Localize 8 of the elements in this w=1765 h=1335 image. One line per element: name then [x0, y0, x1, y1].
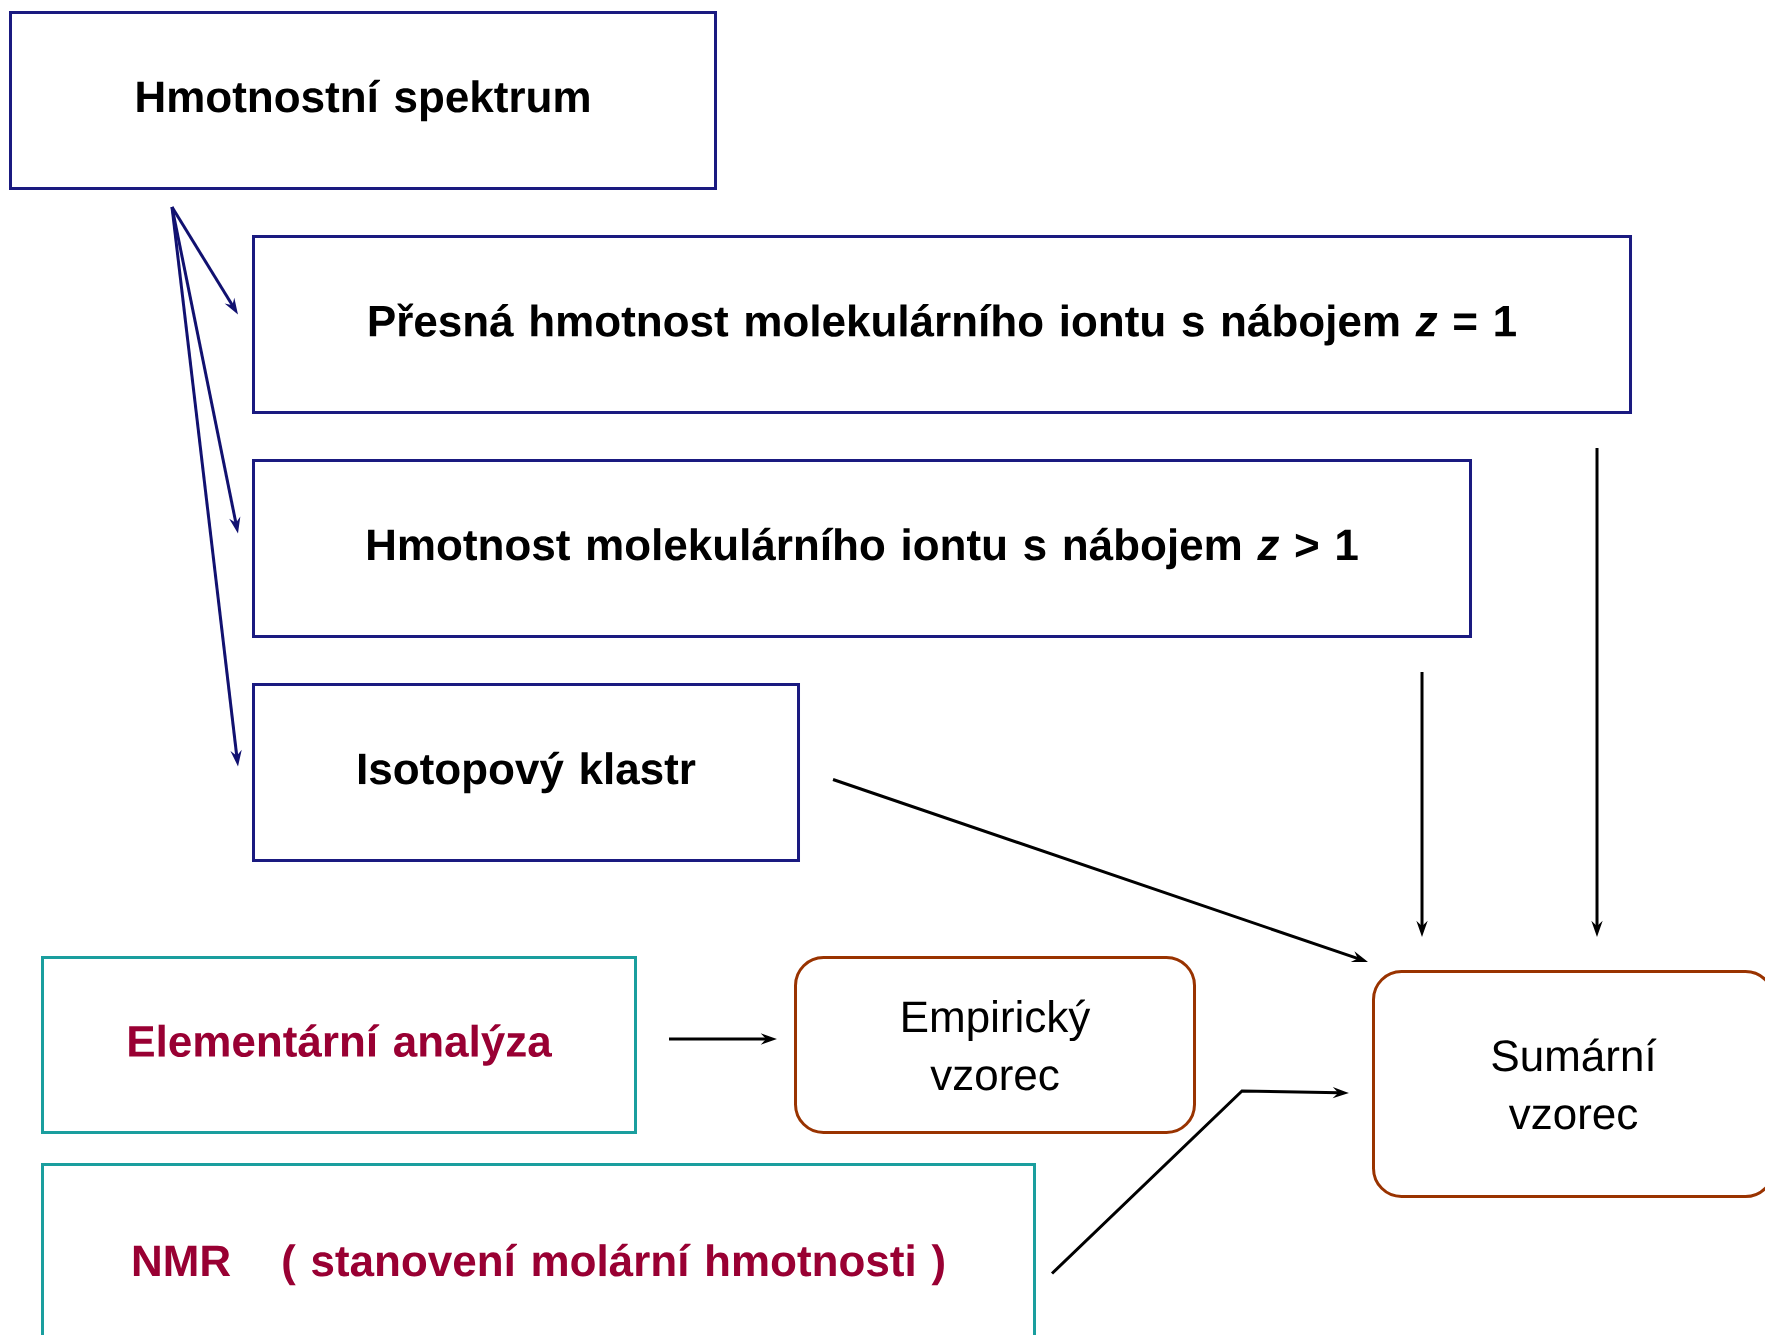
- input-box: Elementární analýza: [41, 956, 637, 1134]
- result-box: Sumární vzorec: [1372, 970, 1765, 1198]
- input-box: NMR ( stanovení molární hmotnosti ): [41, 1163, 1036, 1335]
- process-box: Hmotnostní spektrum: [9, 11, 717, 190]
- result-box: Empirický vzorec: [794, 956, 1196, 1134]
- process-box: Isotopový klastr: [252, 683, 800, 862]
- process-box: Přesná hmotnost molekulárního iontu s nábojem z = 1: [252, 235, 1632, 414]
- process-box: Hmotnost molekulárního iontu s nábojem z > 1: [252, 459, 1472, 638]
